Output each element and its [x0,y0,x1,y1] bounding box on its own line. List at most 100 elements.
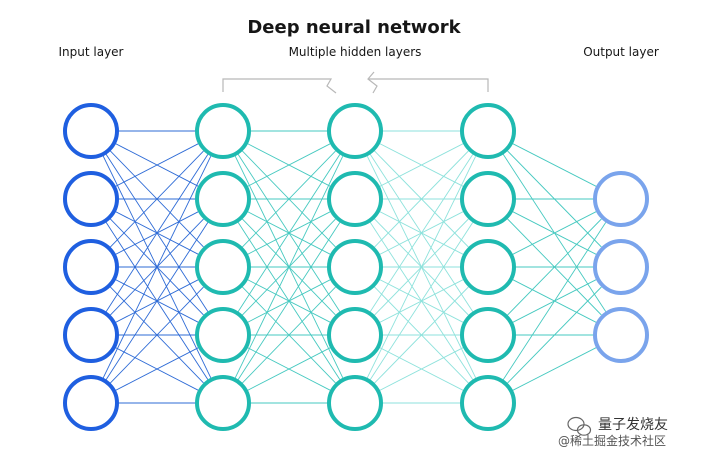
hidden-3-node-3 [460,239,516,295]
connection-input-5-to-hidden-1-1 [101,156,212,380]
connection-hidden-2-5-to-hidden-3-3 [372,286,469,385]
connection-input-1-to-hidden-1-4 [104,152,209,312]
diagram-title: Deep neural network [247,17,461,38]
connection-input-2-to-hidden-1-1 [113,143,199,188]
connection-input-3-to-hidden-1-4 [113,278,199,323]
hidden-2-node-5 [327,375,383,431]
connection-hidden-1-1-to-hidden-2-2 [245,142,331,187]
input-node-4 [63,307,119,363]
connection-hidden-2-5-to-hidden-3-4 [377,347,464,392]
output-node-3 [593,307,649,363]
connection-hidden-1-2-to-hidden-2-1 [245,143,331,188]
connection-hidden-3-4-to-output-2 [510,279,597,324]
connection-input-4-to-hidden-1-5 [113,346,199,391]
connection-hidden-1-5-to-hidden-2-1 [233,156,344,380]
connection-hidden-3-2-to-output-2 [510,210,597,255]
hidden-2-node-1 [327,103,383,159]
connection-hidden-2-2-to-hidden-3-1 [377,143,464,188]
connection-input-1-to-hidden-1-3 [108,149,204,248]
hidden-layers-label: Multiple hidden layers [289,45,422,59]
connection-input-3-to-hidden-1-2 [113,211,199,256]
hidden-1-node-3 [195,239,251,295]
connection-hidden-1-3-to-hidden-2-4 [245,278,331,323]
connection-hidden-3-3-to-output-3 [510,278,597,323]
connection-hidden-3-5-to-output-3 [510,347,597,392]
hidden-2-node-4 [327,307,383,363]
connection-hidden-2-4-to-hidden-3-3 [377,279,464,324]
watermark-source: @稀土掘金技术社区 [558,433,666,448]
connection-input-5-to-hidden-1-4 [113,347,199,392]
connection-hidden-3-1-to-output-1 [510,142,597,187]
watermark: 量子发烧友 @稀土掘金技术社区 [558,416,668,448]
wechat-logo-icon [567,416,592,436]
connection-hidden-2-3-to-hidden-3-1 [372,150,469,249]
connection-input-5-to-hidden-1-3 [108,286,204,385]
output-node-1 [593,171,649,227]
connection-hidden-3-4-to-output-1 [505,218,602,317]
hidden-layers-bracket [222,71,489,94]
connection-hidden-2-2-to-hidden-3-5 [368,220,474,380]
connection-hidden-2-5-to-hidden-3-2 [368,222,474,382]
connection-hidden-2-1-to-hidden-3-2 [377,142,464,187]
connection-hidden-3-2-to-output-3 [505,217,602,316]
watermark-name: 量子发烧友 [598,417,668,433]
connection-hidden-2-5-to-hidden-3-1 [365,156,477,380]
hidden-1-node-1 [195,103,251,159]
connection-hidden-3-5-to-output-2 [505,286,602,385]
connection-input-5-to-hidden-1-2 [104,222,209,382]
connection-hidden-1-2-to-hidden-2-3 [245,210,331,255]
connection-input-2-to-hidden-1-4 [108,217,204,316]
connection-lines [101,130,607,404]
connection-hidden-1-5-to-hidden-2-2 [236,222,341,382]
connection-hidden-1-3-to-hidden-2-5 [240,285,336,384]
connection-hidden-1-3-to-hidden-2-2 [245,211,331,256]
hidden-1-node-2 [195,171,251,227]
hidden-3-node-5 [460,375,516,431]
connection-hidden-3-1-to-output-3 [501,152,607,312]
input-layer-label: Input layer [59,45,124,59]
connection-input-2-to-hidden-1-5 [104,220,209,380]
hidden-3-node-1 [460,103,516,159]
connection-input-4-to-hidden-1-3 [113,279,199,324]
connection-hidden-1-4-to-hidden-2-3 [245,279,331,324]
input-node-2 [63,171,119,227]
connection-hidden-2-3-to-hidden-3-2 [377,211,464,256]
connection-input-1-to-hidden-1-2 [113,142,199,187]
connection-input-4-to-hidden-1-1 [104,154,209,314]
hidden-2-node-2 [327,171,383,227]
connection-hidden-1-4-to-hidden-2-1 [236,154,341,314]
connection-hidden-1-1-to-hidden-2-4 [236,152,341,312]
hidden-3-node-4 [460,307,516,363]
connection-hidden-2-1-to-hidden-3-4 [368,152,474,312]
connection-hidden-3-5-to-output-1 [501,222,607,382]
hidden-3-node-2 [460,171,516,227]
connection-hidden-1-4-to-hidden-2-5 [245,346,331,391]
connection-hidden-1-2-to-hidden-2-5 [236,220,341,380]
hidden-1-node-4 [195,307,251,363]
connection-hidden-1-5-to-hidden-2-3 [240,286,336,385]
output-node-2 [593,239,649,295]
connection-hidden-2-3-to-hidden-3-5 [372,285,469,384]
connection-input-2-to-hidden-1-3 [113,210,199,255]
connection-hidden-2-2-to-hidden-3-4 [372,217,469,316]
hidden-2-node-3 [327,239,383,295]
input-node-1 [63,103,119,159]
connection-hidden-2-3-to-hidden-3-4 [377,278,464,323]
connection-hidden-1-1-to-hidden-2-3 [240,149,336,248]
input-node-5 [63,375,119,431]
connection-hidden-1-3-to-hidden-2-1 [240,150,336,249]
connection-input-3-to-hidden-1-5 [108,285,204,384]
connection-hidden-3-3-to-output-1 [510,211,597,256]
input-node-3 [63,239,119,295]
connection-hidden-1-2-to-hidden-2-4 [240,217,336,316]
connection-hidden-1-5-to-hidden-2-4 [245,347,331,392]
connection-hidden-2-2-to-hidden-3-3 [377,210,464,255]
output-layer-label: Output layer [583,45,659,59]
connection-input-3-to-hidden-1-1 [108,150,204,249]
connection-hidden-2-4-to-hidden-3-5 [377,346,464,391]
connection-hidden-3-1-to-output-2 [505,149,602,248]
hidden-1-node-5 [195,375,251,431]
connection-hidden-2-1-to-hidden-3-3 [372,149,469,248]
connection-hidden-2-4-to-hidden-3-1 [368,154,474,314]
